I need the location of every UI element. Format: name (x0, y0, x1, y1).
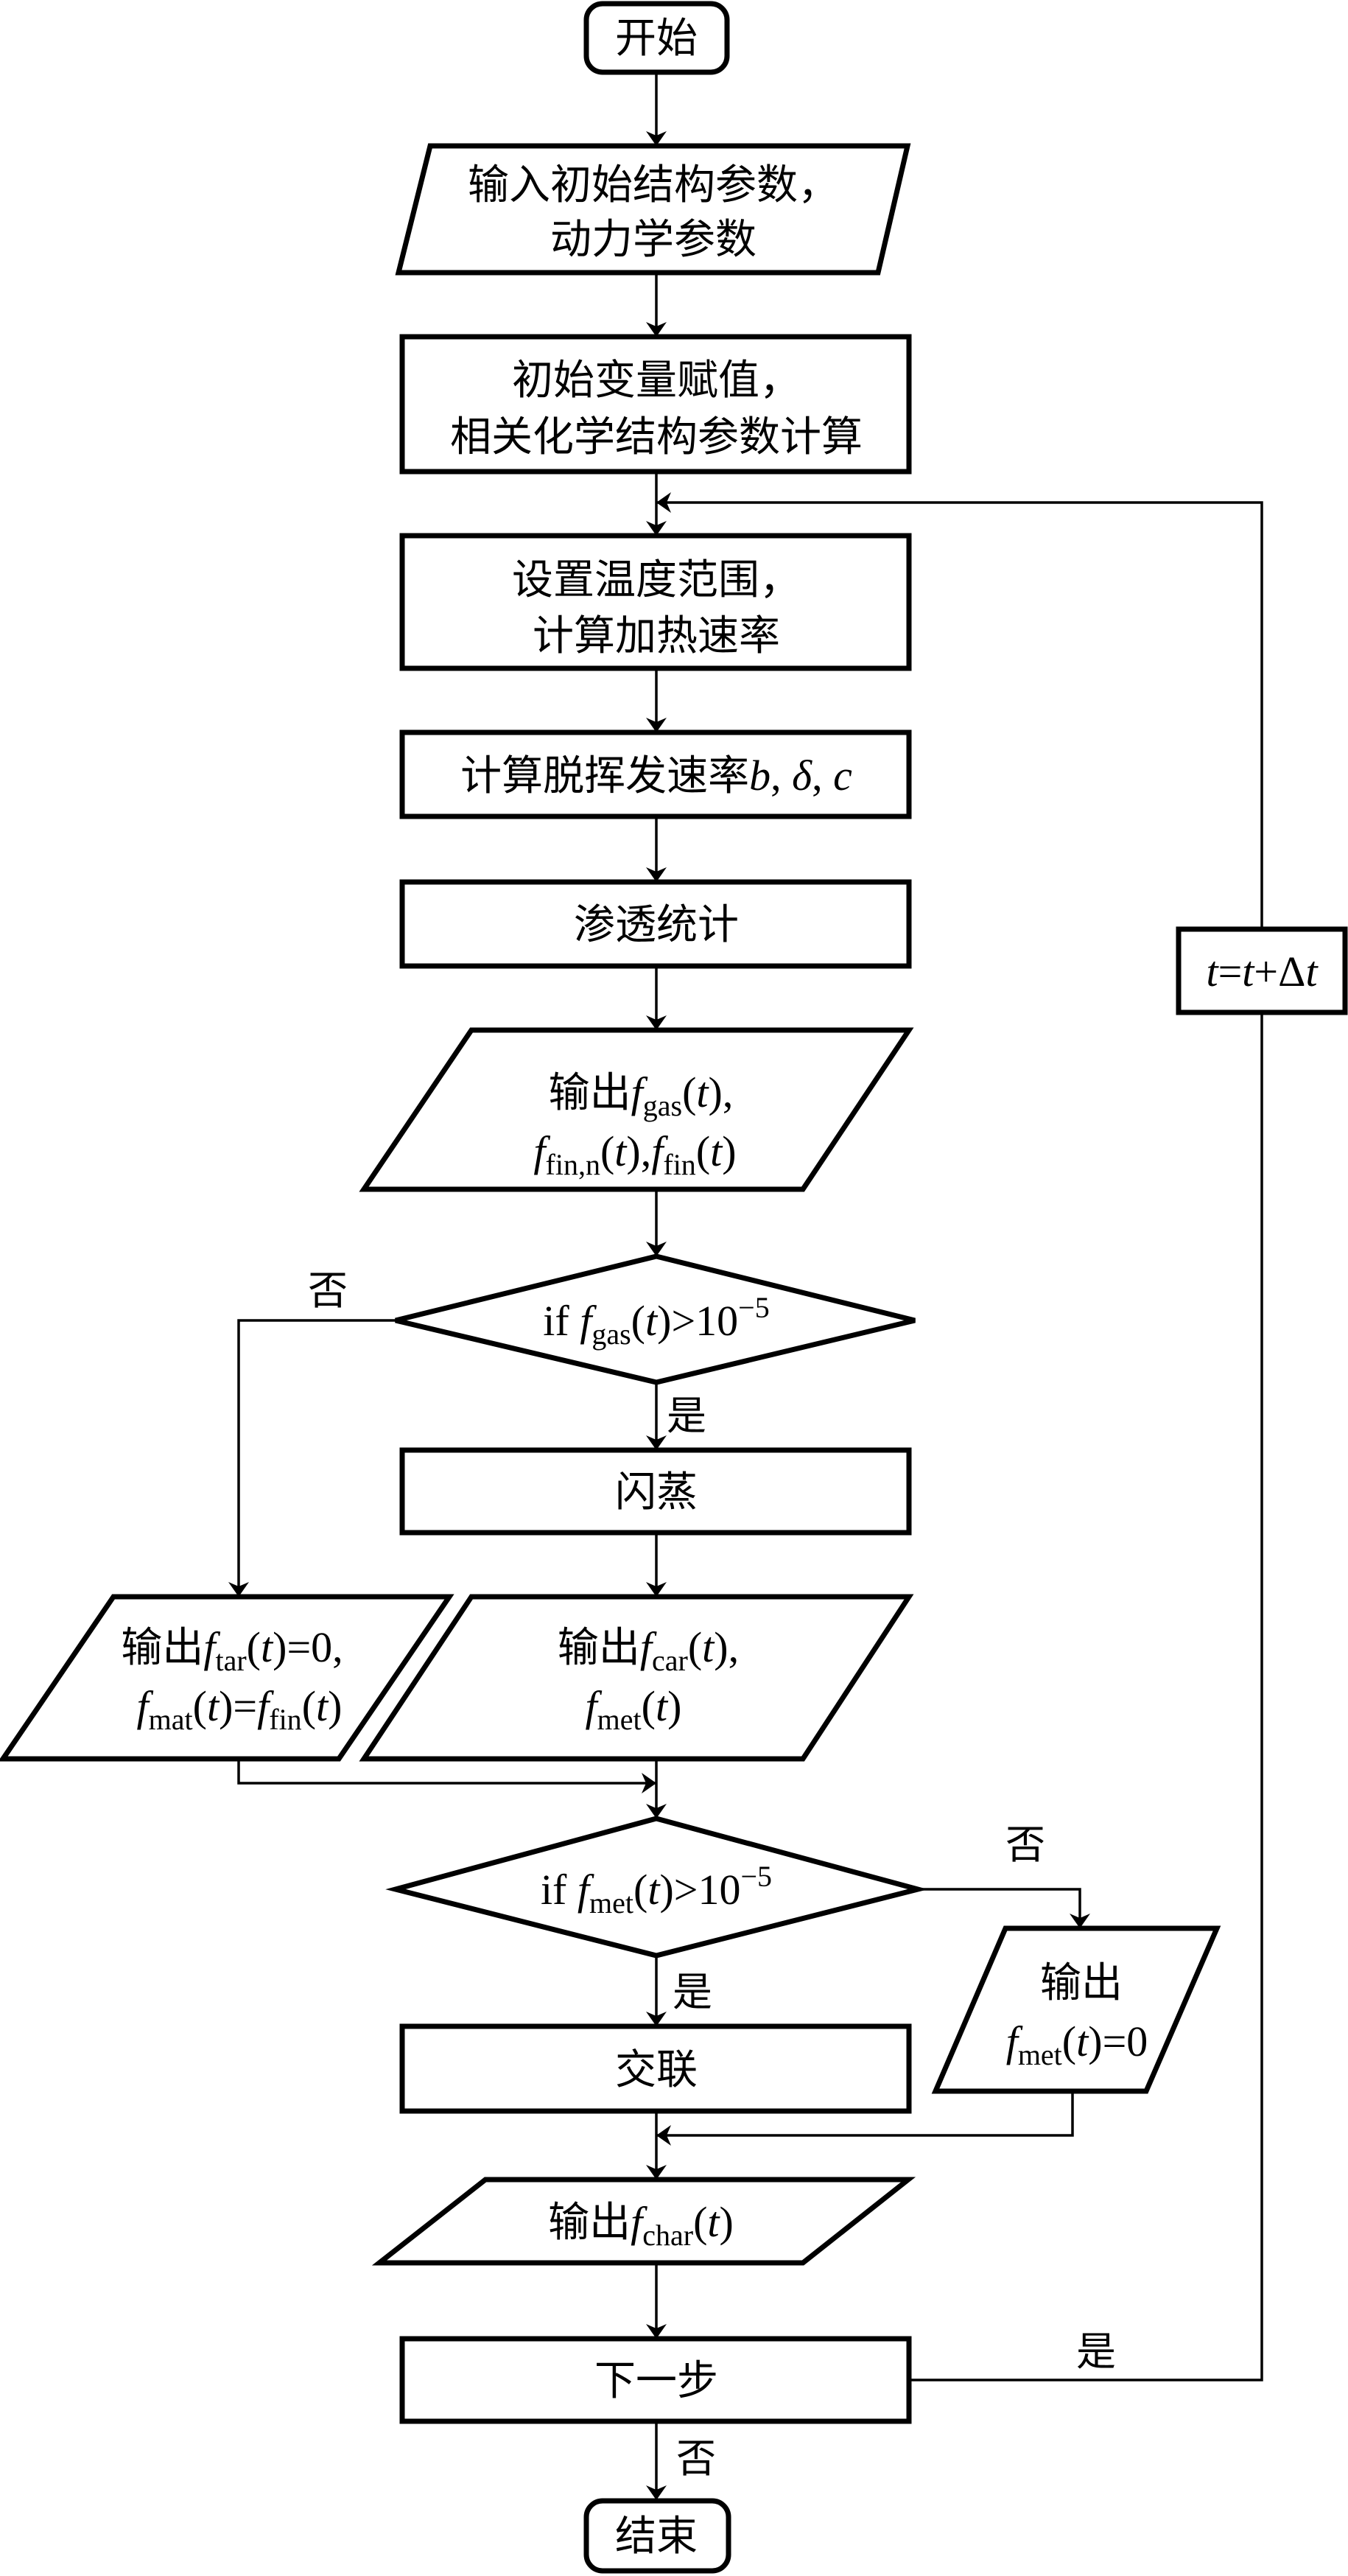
edge-tar-merge (237, 1759, 656, 1793)
output-met-zero-line2: fmet(t)=0 (1006, 2017, 1148, 2071)
calc-rates-node[interactable]: 计算脱挥发速率b, δ, c (399, 729, 912, 819)
flash-node[interactable]: 闪蒸 (399, 1447, 912, 1536)
calc-rates-label: 计算脱挥发速率b, δ, c (460, 752, 852, 800)
input-params-node[interactable]: 输入初始结构参数， 动力学参数 (395, 143, 911, 276)
edges (228, 72, 1263, 2500)
input-params-line1: 输入初始结构参数， (468, 161, 839, 209)
init-vars-line1: 初始变量赋值， (512, 357, 801, 405)
decision-met-yes-label: 是 (673, 1969, 712, 2015)
output-gas-line1: 输出fgas(t), (549, 1068, 734, 1122)
decision-gas-label: if fgas(t)>10−5 (543, 1291, 769, 1351)
output-car-met-node[interactable]: 输出fcar(t), fmet(t) (359, 1594, 914, 1762)
flash-label: 闪蒸 (615, 1469, 698, 1516)
start-label: 开始 (615, 15, 698, 63)
set-temp-line2: 计算加热速率 (533, 612, 780, 660)
decision-gas-no-label: 否 (308, 1267, 348, 1314)
output-gas-node[interactable]: 输出fgas(t), ffin,n(t),ffin(t) (359, 1027, 914, 1192)
crosslink-label: 交联 (615, 2046, 698, 2094)
crosslink-node[interactable]: 交联 (399, 2023, 912, 2114)
next-step-node[interactable]: 下一步 (399, 2336, 912, 2424)
edge-timestep-to-settemp (656, 492, 1263, 928)
init-vars-line2: 相关化学结构参数计算 (450, 413, 863, 461)
output-char-node[interactable]: 输出fchar(t) (371, 2177, 916, 2266)
decision-gas-node[interactable]: if fgas(t)>10−5 (395, 1253, 916, 1385)
output-gas-line2: ffin,n(t),ffin(t) (533, 1127, 736, 1181)
next-step-no-label: 否 (676, 2435, 716, 2482)
percolation-node[interactable]: 渗透统计 (399, 879, 912, 969)
end-node[interactable]: 结束 (583, 2498, 731, 2574)
decision-met-label: if fmet(t)>10−5 (541, 1860, 772, 1919)
percolation-label: 渗透统计 (574, 901, 739, 949)
set-temp-node[interactable]: 设置温度范围， 计算加热速率 (399, 533, 912, 671)
edge-decision1-no (228, 1319, 396, 1597)
output-met-zero-line1: 输出 (1040, 1959, 1123, 2007)
edge-met-zero-merge (656, 2091, 1074, 2146)
next-step-yes-label: 是 (1076, 2328, 1116, 2375)
output-met-zero-node[interactable]: 输出 fmet(t)=0 (931, 1925, 1221, 2094)
input-params-line2: 动力学参数 (550, 216, 757, 264)
output-tar-zero-line1: 输出ftar(t)=0, (121, 1623, 343, 1677)
time-step-node[interactable]: t=t+Δt (1176, 926, 1348, 1015)
decision-gas-yes-label: 是 (667, 1393, 706, 1439)
output-tar-zero-node[interactable]: 输出ftar(t)=0, fmat(t)=ffin(t) (0, 1594, 454, 1762)
set-temp-line1: 设置温度范围， (512, 556, 801, 604)
edge-decision2-no (918, 1888, 1090, 1928)
decision-met-no-label: 否 (1005, 1821, 1045, 1868)
time-step-label: t=t+Δt (1206, 948, 1319, 995)
end-label: 结束 (615, 2513, 698, 2561)
start-node[interactable]: 开始 (583, 1, 730, 75)
init-vars-node[interactable]: 初始变量赋值， 相关化学结构参数计算 (399, 334, 912, 475)
edge-next-yes-loop (909, 1013, 1263, 2381)
output-car-met-line1: 输出fcar(t), (558, 1623, 739, 1677)
next-step-label: 下一步 (594, 2357, 718, 2405)
decision-met-node[interactable]: if fmet(t)>10−5 (385, 1816, 928, 1959)
output-char-label: 输出fchar(t) (548, 2198, 734, 2252)
